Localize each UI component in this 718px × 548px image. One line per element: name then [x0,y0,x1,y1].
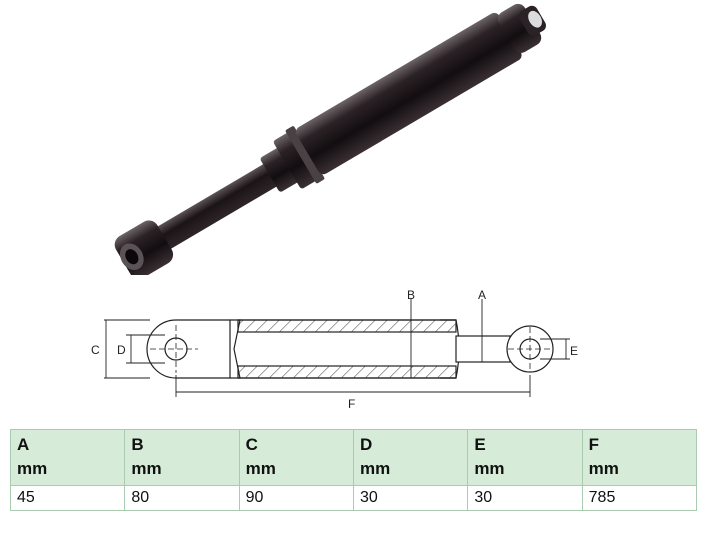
column-unit: mm [17,459,48,478]
column-name: C [245,435,258,454]
table-row: 45 80 90 30 30 785 [9,485,698,511]
column-unit: mm [131,459,162,478]
table-cell: 785 [581,485,698,511]
column-unit: mm [245,459,276,478]
dim-label-c: C [91,343,100,357]
table-cell: 30 [467,485,583,511]
table-cell: 30 [352,485,469,511]
dim-label-a: A [478,288,486,302]
dim-label-d: D [117,343,126,357]
column-name: F [588,435,600,454]
column-unit: mm [474,459,505,478]
table-cell: 90 [238,485,354,511]
dimension-diagram: B A C D E F [91,288,578,411]
dim-label-e: E [570,344,578,358]
table-cell: 45 [9,485,126,511]
table-cell: 80 [124,485,240,511]
cylinder-photo [114,3,546,275]
column-unit: mm [359,459,391,478]
dim-label-f: F [348,397,355,411]
column-name: D [359,435,373,454]
column-name: E [474,435,486,454]
column-name: A [17,435,30,454]
column-unit: mm [588,459,619,478]
dim-label-b: B [407,288,415,302]
column-name: B [131,435,144,454]
